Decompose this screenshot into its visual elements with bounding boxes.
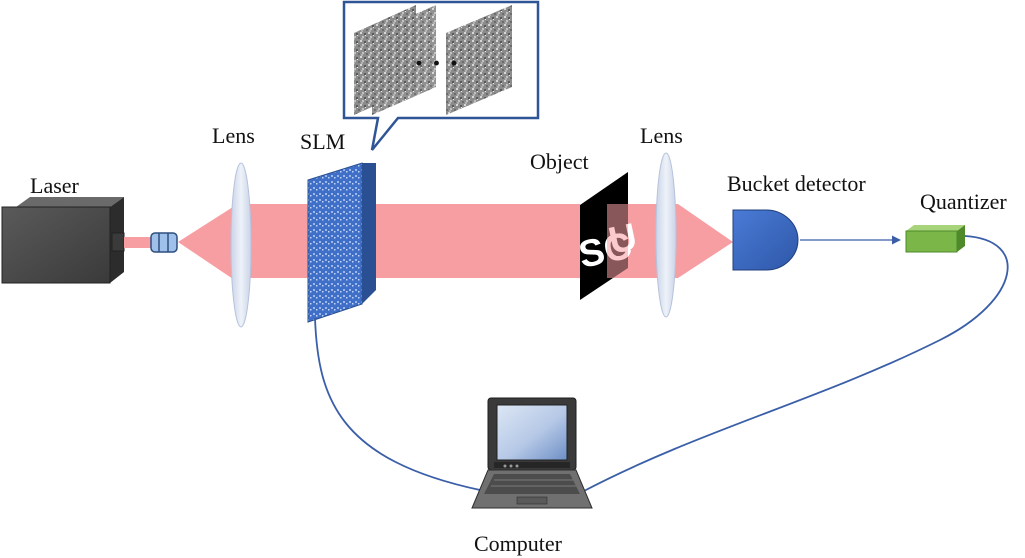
laser-label: Laser <box>30 173 80 198</box>
laser-device <box>1 197 125 284</box>
slm-label: SLM <box>300 129 345 154</box>
speckle-pattern-3 <box>446 5 512 115</box>
collimator <box>150 232 178 253</box>
cable-slm-to-computer <box>314 317 481 491</box>
patterns-ellipsis: · · · <box>414 47 459 80</box>
lens-left-label: Lens <box>212 123 255 148</box>
lens-right <box>655 152 677 318</box>
beam-expanding-cone <box>178 205 236 281</box>
laptop-computer <box>471 397 593 509</box>
quantizer-device <box>905 225 965 253</box>
speckle-pattern-2 <box>372 5 436 115</box>
bucket-detector <box>732 209 799 271</box>
object-mask: SC U <box>575 172 641 300</box>
bucket-detector-label: Bucket detector <box>727 171 866 196</box>
lens-left <box>230 162 252 328</box>
beam-converging-cone <box>678 204 733 278</box>
laser-exit-beam <box>124 237 152 248</box>
cable-quantizer-to-computer <box>581 235 1009 493</box>
object-label: Object <box>530 149 589 174</box>
lens-right-label: Lens <box>640 123 683 148</box>
main-beam-segment-2 <box>355 204 580 278</box>
quantizer-label: Quantizer <box>920 189 1007 214</box>
computer-label: Computer <box>474 531 563 556</box>
pattern-callout: · · · <box>342 0 540 151</box>
slm-panel <box>307 162 376 323</box>
